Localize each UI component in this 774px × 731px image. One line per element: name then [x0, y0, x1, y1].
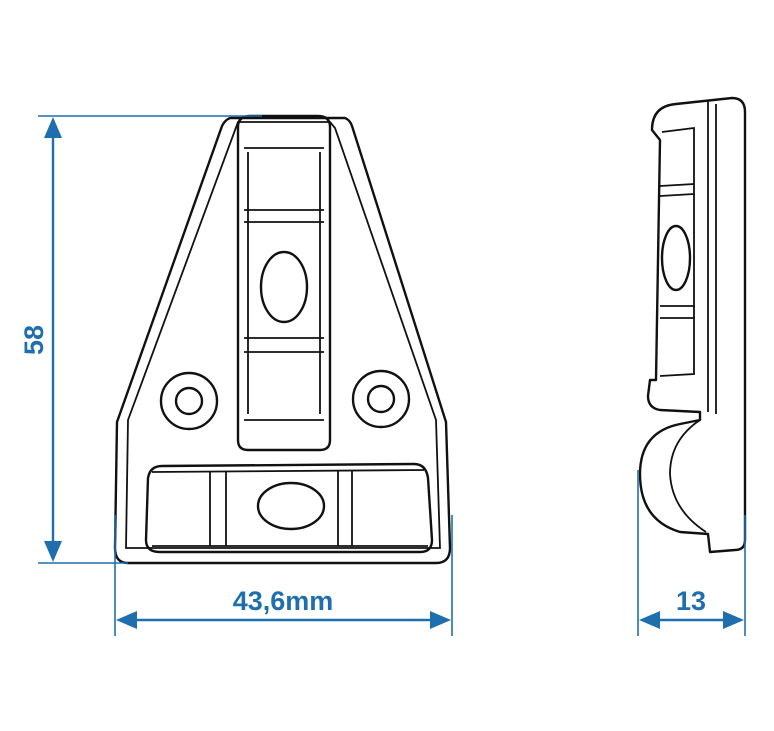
horizontal-bubble [256, 481, 326, 531]
front-body-outline [113, 116, 452, 565]
horizontal-vial [144, 462, 434, 554]
side-bubble [660, 224, 692, 292]
height-arrow-bottom [44, 541, 62, 562]
vertical-vial [236, 114, 332, 452]
depth-arrow-left [639, 611, 660, 629]
right-mounting-hole [351, 369, 411, 429]
width-dimension: 43,6mm [114, 515, 453, 636]
depth-dimension: 13 [637, 470, 746, 636]
width-label: 43,6mm [233, 586, 334, 616]
width-arrow-left [116, 611, 137, 629]
front-body-inner-outline [125, 121, 441, 549]
width-arrow-right [430, 611, 451, 629]
left-mounting-hole [159, 371, 219, 431]
height-dimension: 58 [19, 115, 262, 564]
depth-label: 13 [676, 586, 706, 616]
height-arrow-top [44, 117, 62, 138]
vertical-bubble [259, 250, 309, 324]
height-label: 58 [19, 325, 49, 355]
side-view [638, 96, 747, 554]
depth-arrow-right [723, 611, 744, 629]
front-view [113, 114, 452, 565]
side-body-outline [638, 96, 747, 554]
